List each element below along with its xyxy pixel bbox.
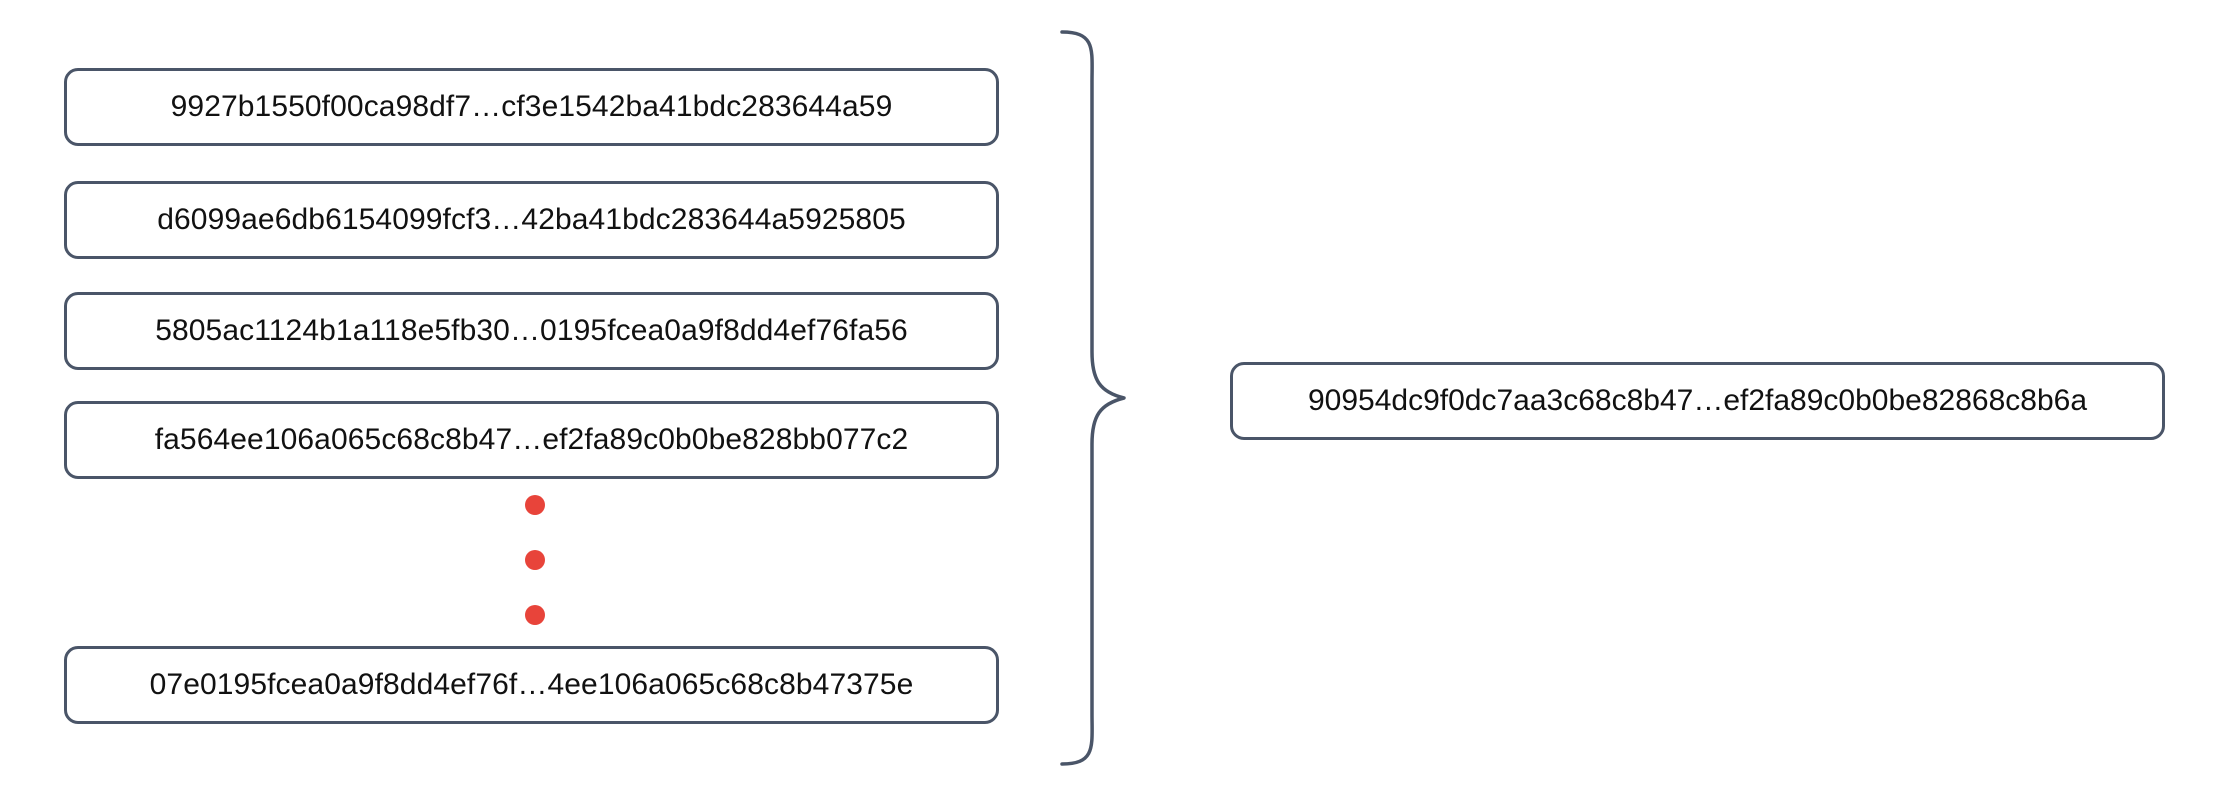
input-hash-label: 5805ac1124b1a118e5fb30…0195fcea0a9f8dd4e… (155, 314, 908, 347)
ellipsis-dot (525, 550, 545, 570)
input-hash-box[interactable]: 9927b1550f00ca98df7…cf3e1542ba41bdc28364… (64, 68, 999, 146)
input-hash-box[interactable]: d6099ae6db6154099fcf3…42ba41bdc283644a59… (64, 181, 999, 259)
input-hash-label: 9927b1550f00ca98df7…cf3e1542ba41bdc28364… (170, 90, 893, 123)
input-hash-label: 07e0195fcea0a9f8dd4ef76f…4ee106a065c68c8… (149, 668, 914, 701)
input-hash-box[interactable]: 07e0195fcea0a9f8dd4ef76f…4ee106a065c68c8… (64, 646, 999, 724)
ellipsis-dot (525, 495, 545, 515)
vertical-ellipsis-icon (495, 495, 575, 625)
input-hash-box[interactable]: 5805ac1124b1a118e5fb30…0195fcea0a9f8dd4e… (64, 292, 999, 370)
input-hash-label: fa564ee106a065c68c8b47…ef2fa89c0b0be828b… (154, 423, 909, 456)
input-hash-label: d6099ae6db6154099fcf3…42ba41bdc283644a59… (157, 203, 906, 236)
output-hash-label: 90954dc9f0dc7aa3c68c8b47…ef2fa89c0b0be82… (1307, 384, 2088, 417)
input-hash-box[interactable]: fa564ee106a065c68c8b47…ef2fa89c0b0be828b… (64, 401, 999, 479)
output-hash-box[interactable]: 90954dc9f0dc7aa3c68c8b47…ef2fa89c0b0be82… (1230, 362, 2165, 440)
curly-brace-icon (1060, 30, 1126, 766)
ellipsis-dot (525, 605, 545, 625)
